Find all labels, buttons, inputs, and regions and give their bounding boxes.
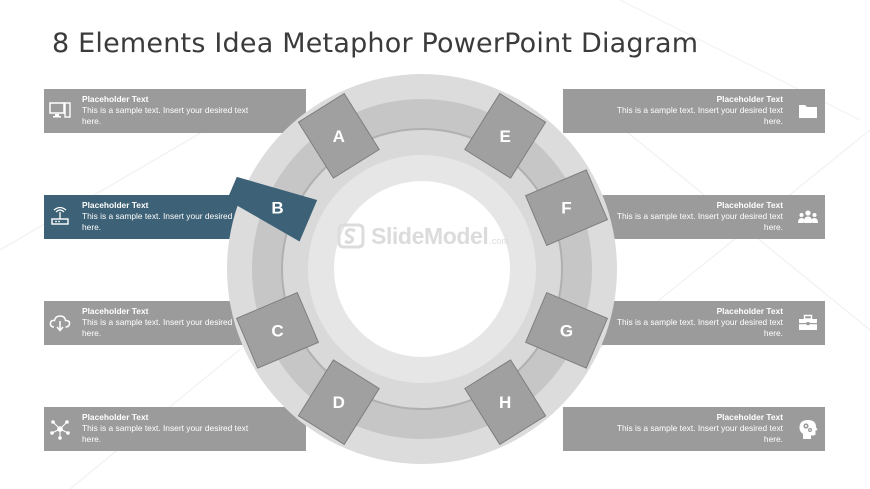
item-description: This is a sample text. Insert your desir… (616, 317, 783, 338)
item-description: This is a sample text. Insert your desir… (616, 423, 783, 444)
center-circle (334, 181, 510, 357)
item-text-c: Placeholder Text This is a sample text. … (82, 306, 268, 339)
segment-h[interactable] (464, 359, 547, 446)
item-text-b: Placeholder Text This is a sample text. … (82, 200, 268, 233)
segment-c[interactable] (235, 291, 320, 369)
segments-group: A B C D E F G H (227, 92, 609, 446)
item-description: This is a sample text. Insert your desir… (82, 317, 249, 338)
briefcase-icon (797, 312, 819, 334)
item-bar-a[interactable]: Placeholder Text This is a sample text. … (44, 89, 306, 133)
item-text-h: Placeholder Text This is a sample text. … (597, 412, 783, 445)
folder-icon (797, 100, 819, 122)
item-description: This is a sample text. Insert your desir… (616, 211, 783, 232)
page-title: 8 Elements Idea Metaphor PowerPoint Diag… (52, 28, 699, 59)
item-heading: Placeholder Text (82, 306, 149, 316)
segment-e[interactable] (464, 92, 547, 179)
item-bar-d[interactable]: Placeholder Text This is a sample text. … (44, 407, 306, 451)
item-heading: Placeholder Text (82, 412, 149, 422)
item-description: This is a sample text. Insert your desir… (82, 211, 249, 232)
item-description: This is a sample text. Insert your desir… (82, 105, 249, 126)
head-gears-icon (797, 418, 819, 440)
item-heading: Placeholder Text (82, 200, 149, 210)
segment-a[interactable] (297, 92, 380, 179)
segment-f[interactable] (524, 169, 609, 247)
segment-letter-f: F (561, 199, 571, 218)
segment-letter-b: B (271, 199, 283, 218)
item-text-g: Placeholder Text This is a sample text. … (597, 306, 783, 339)
item-text-e: Placeholder Text This is a sample text. … (597, 94, 783, 127)
item-description: This is a sample text. Insert your desir… (82, 423, 249, 444)
segment-d[interactable] (297, 359, 380, 446)
segment-letter-c: C (271, 321, 283, 340)
item-text-a: Placeholder Text This is a sample text. … (82, 94, 268, 127)
item-text-d: Placeholder Text This is a sample text. … (82, 412, 268, 445)
item-description: This is a sample text. Insert your desir… (616, 105, 783, 126)
segment-letter-a: A (333, 127, 345, 146)
computer-icon (49, 100, 71, 122)
team-icon (797, 206, 819, 228)
item-heading: Placeholder Text (716, 200, 783, 210)
segment-b[interactable] (227, 176, 318, 242)
cloud-download-icon (49, 312, 71, 334)
segment-letter-d: D (333, 393, 345, 412)
item-bar-e[interactable]: Placeholder Text This is a sample text. … (563, 89, 825, 133)
item-heading: Placeholder Text (82, 94, 149, 104)
segment-letter-h: H (499, 393, 511, 412)
item-heading: Placeholder Text (716, 94, 783, 104)
item-heading: Placeholder Text (716, 412, 783, 422)
segment-letter-e: E (500, 127, 511, 146)
network-icon (49, 418, 71, 440)
router-icon (49, 206, 71, 228)
segment-letter-g: G (560, 321, 573, 340)
item-bar-h[interactable]: Placeholder Text This is a sample text. … (563, 407, 825, 451)
segment-g[interactable] (524, 291, 609, 369)
item-heading: Placeholder Text (716, 306, 783, 316)
item-text-f: Placeholder Text This is a sample text. … (597, 200, 783, 233)
